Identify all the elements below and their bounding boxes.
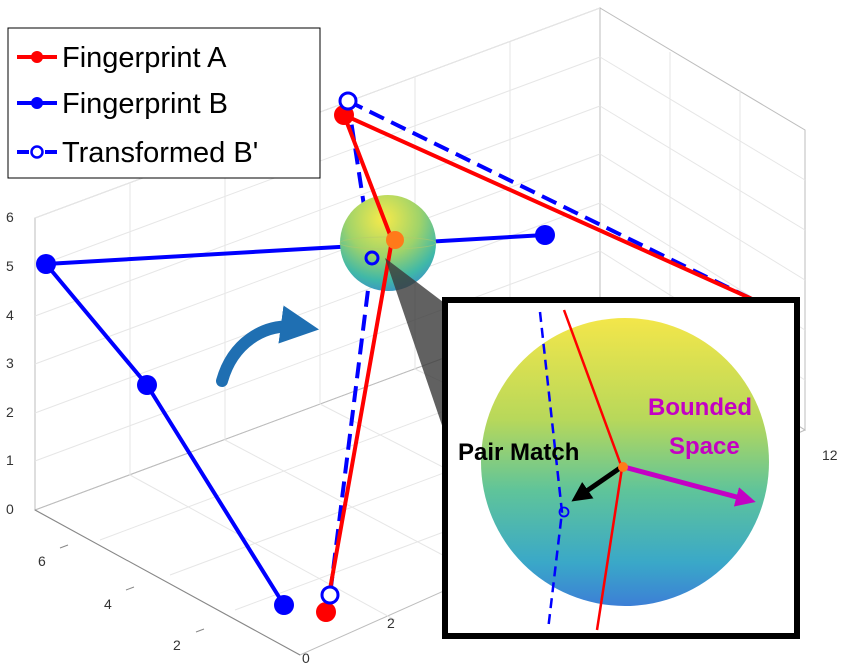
blue-open-circle-icon [30, 145, 44, 159]
legend: Fingerprint A Fingerprint B Transformed … [7, 27, 321, 179]
pair-match-label: Pair Match [458, 439, 579, 466]
fingerprint-a-center-point [386, 231, 404, 249]
red-filled-circle-icon [31, 51, 43, 63]
x-axis-ticks: 0 2 12 [302, 447, 838, 666]
z-tick-2: 2 [6, 404, 14, 420]
z-tick-1: 1 [6, 452, 14, 468]
zoom-callout-wedge [385, 258, 447, 440]
z-tick-5: 5 [6, 258, 14, 274]
transformed-b-point [320, 585, 340, 605]
legend-item-transformed-b: Transformed B' [17, 137, 258, 169]
transformed-b-point [364, 250, 380, 266]
legend-label: Transformed B' [62, 137, 258, 169]
y-axis-ticks: 6 4 2 [34, 509, 301, 656]
fingerprint-b-point [535, 225, 555, 245]
curved-arrow-icon [216, 305, 320, 387]
legend-label: Fingerprint B [62, 88, 228, 120]
inset-sphere [481, 318, 769, 606]
transformed-b-point [338, 91, 358, 111]
legend-item-fingerprint-a: Fingerprint A [17, 42, 227, 74]
y-tick-6: 6 [38, 553, 46, 569]
fingerprint-b-series [36, 225, 555, 615]
fingerprint-a-edge-top [343, 113, 773, 310]
fingerprint-b-point [36, 254, 56, 274]
inset-transformed-b-line [538, 311, 564, 631]
z-axis-ticks: 0 1 2 3 4 5 6 [6, 209, 14, 517]
bounded-label-line2: Space [669, 433, 740, 460]
blue-filled-circle-icon [31, 97, 43, 109]
x-tick-2: 2 [387, 615, 395, 631]
bounded-label-line1: Bounded [648, 394, 752, 421]
z-tick-6: 6 [6, 209, 14, 225]
zoom-inset: Pair Match Bounded Space [442, 297, 800, 639]
legend-label: Fingerprint A [62, 42, 227, 74]
x-tick-12: 12 [822, 447, 838, 463]
transformed-b-markers [320, 91, 380, 605]
fingerprint-b-edge-top [45, 233, 546, 266]
z-tick-3: 3 [6, 355, 14, 371]
fingerprint-b-point [137, 375, 157, 395]
inset-center-point [618, 462, 628, 472]
bounded-space-arrow [623, 464, 756, 507]
fingerprint-a-point [316, 602, 336, 622]
x-tick-0: 0 [302, 650, 310, 666]
pair-match-arrow [571, 465, 622, 502]
fingerprint-a-series [316, 105, 781, 622]
y-tick-4: 4 [104, 596, 112, 612]
inset-transformed-b-point [558, 506, 570, 518]
z-tick-4: 4 [6, 307, 14, 323]
legend-item-fingerprint-b: Fingerprint B [17, 88, 228, 120]
y-tick-2: 2 [173, 637, 181, 653]
fingerprint-b-point [274, 595, 294, 615]
z-tick-0: 0 [6, 501, 14, 517]
